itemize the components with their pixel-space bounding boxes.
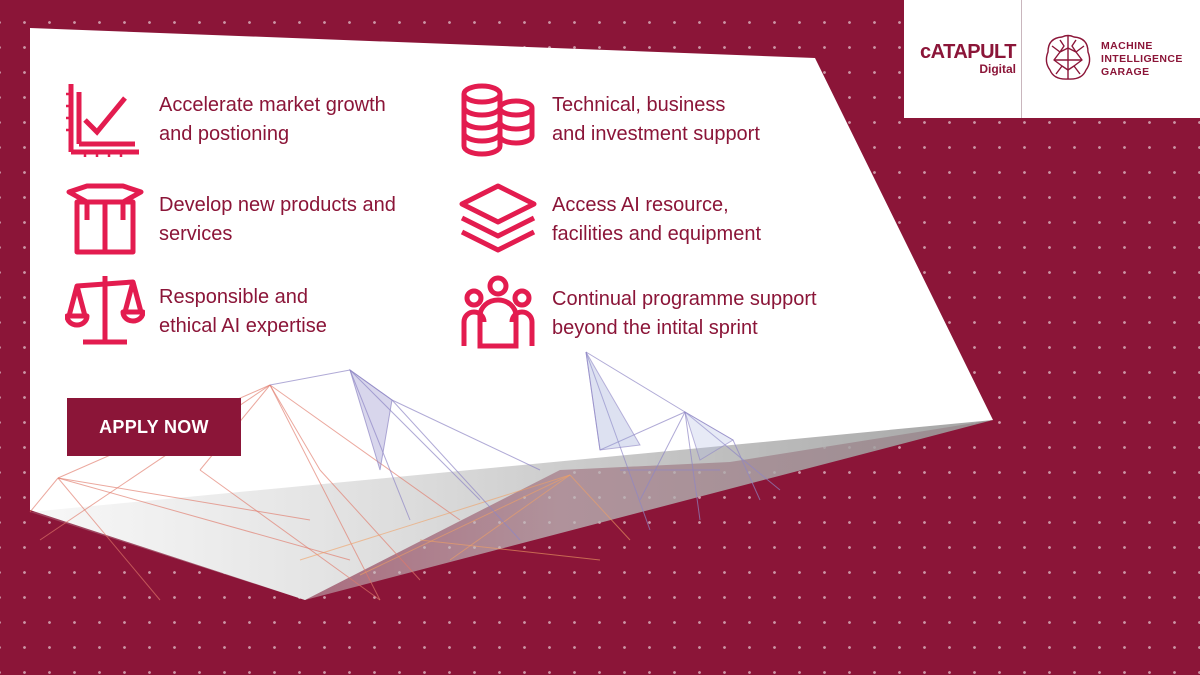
feature-line: Access AI resource, [552, 194, 729, 216]
feature-line: ethical AI expertise [159, 315, 327, 337]
catapult-wordmark: cATAPULT [920, 41, 1017, 63]
feature-market-growth: Accelerate market growth and postioning [65, 80, 386, 160]
growth-chart-icon [65, 80, 145, 160]
feature-line: Responsible and [159, 286, 308, 308]
people-group-icon [458, 274, 538, 354]
feature-line: Technical, business [552, 94, 726, 116]
logo-divider [1021, 0, 1022, 118]
feature-ai-resources: Access AI resource, facilities and equip… [458, 180, 761, 260]
feature-line: Develop new products and [159, 194, 396, 216]
feature-line: facilities and equipment [552, 223, 762, 245]
logo-panel: cATAPULT Digital MACHINE INTELLIGENCE GA… [904, 0, 1200, 118]
mig-line: MACHINE [1101, 40, 1153, 52]
feature-line: and investment support [552, 123, 760, 145]
coin-stacks-icon [458, 80, 538, 160]
feature-programme-support: Continual programme support beyond the i… [458, 274, 817, 354]
mig-line: INTELLIGENCE [1101, 53, 1183, 65]
brain-circuit-icon [1042, 32, 1094, 84]
feature-line: and postioning [159, 123, 290, 145]
panel-shadow [30, 420, 993, 600]
scales-icon [64, 272, 146, 352]
feature-line: beyond the intital sprint [552, 317, 758, 339]
mig-line: GARAGE [1101, 66, 1150, 78]
network-mesh-graphic [29, 351, 781, 601]
catapult-subtitle: Digital [979, 62, 1016, 76]
apply-now-button[interactable]: APPLY NOW [67, 398, 241, 456]
feature-line: Accelerate market growth [159, 94, 386, 116]
feature-new-products: Develop new products and services [65, 180, 396, 260]
feature-investment-support: Technical, business and investment suppo… [458, 80, 760, 160]
feature-line: Continual programme support [552, 288, 817, 310]
layers-icon [458, 180, 538, 260]
feature-line: services [159, 223, 233, 245]
catapult-digital-logo: cATAPULT Digital [916, 41, 1017, 76]
mig-wordmark: MACHINE INTELLIGENCE GARAGE [1101, 40, 1183, 79]
product-box-icon [65, 180, 145, 260]
feature-ethical-ai: Responsible and ethical AI expertise [64, 272, 327, 352]
